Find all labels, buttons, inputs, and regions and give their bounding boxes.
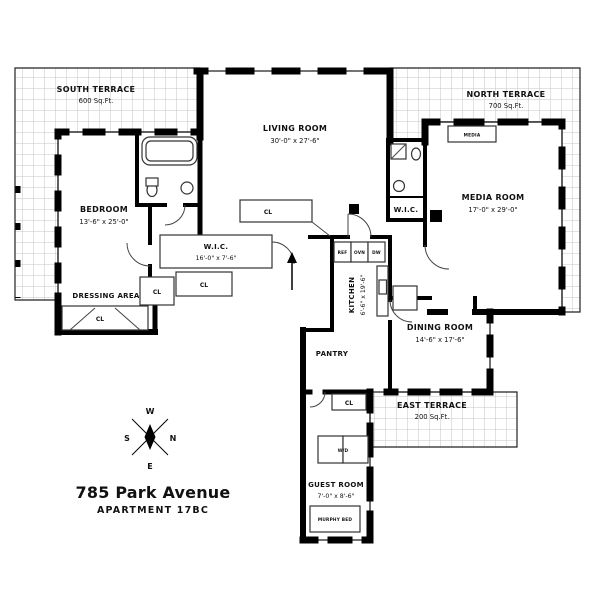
compass-west-label: W [146, 407, 155, 416]
guest-room-label: GUEST ROOM [308, 481, 364, 489]
title-block: 785 Park Avenue APARTMENT 17BC [76, 483, 231, 516]
address-title: 785 Park Avenue [76, 483, 231, 502]
terraces [14, 67, 581, 448]
wic-main-dims: 16'-0" x 7'-6" [196, 255, 237, 262]
column-2 [430, 210, 442, 222]
dining-room-label: DINING ROOM [407, 323, 473, 332]
dressing-side-closet-label: CL [153, 289, 161, 296]
dressing-closet-label: CL [96, 316, 104, 323]
small-labels: CL CL CL CL CL MEDIA REF OVN DW W/D MURP… [96, 133, 481, 524]
dishwasher-label: DW [372, 250, 381, 256]
bath-sink [180, 181, 194, 195]
wic-small-label: W.I.C. [394, 206, 419, 214]
bath-sink-2 [392, 179, 406, 193]
media-cabinet-label: MEDIA [464, 133, 481, 139]
closets [61, 199, 367, 411]
bath1-door-swing [164, 204, 186, 226]
compass-south-label: S [124, 434, 130, 443]
doors [126, 204, 450, 408]
living-closet-door [311, 221, 331, 237]
north-terrace-area [389, 67, 581, 313]
room-labels: SOUTH TERRACE 600 Sq.Ft. NORTH TERRACE 7… [57, 85, 546, 500]
dressing-closet-door-a [69, 307, 96, 331]
toilet-2 [410, 147, 422, 161]
east-terrace-area-label: 200 Sq.Ft. [415, 413, 450, 421]
east-terrace-label: EAST TERRACE [397, 401, 467, 410]
oven-label: OVN [354, 250, 365, 256]
bedroom-door-swing [126, 242, 151, 267]
guest-closet-box [331, 393, 367, 411]
living-closet-label: CL [264, 209, 272, 216]
window-walls [54, 67, 566, 544]
guest-door-swing [309, 391, 326, 408]
living-closet-box [239, 199, 313, 223]
kitchen-dims: 6'-6" x 19'-6" [360, 274, 367, 315]
shower-glass [390, 143, 407, 160]
dishwasher-box [367, 241, 386, 263]
kitchen-sink [378, 279, 388, 295]
north-terrace-label: NORTH TERRACE [467, 90, 546, 99]
column-1 [349, 204, 359, 214]
compass-rose: W S N E [124, 407, 176, 471]
fixtures [141, 125, 497, 533]
murphy-bed-box [309, 505, 361, 533]
washer-dryer-label: W/D [338, 448, 349, 454]
kitchen-label: KITCHEN [348, 277, 356, 314]
south-terrace-area-label: 600 Sq.Ft. [79, 97, 114, 105]
dining-door-swing [389, 299, 413, 323]
dressing-area-label: DRESSING AREA [72, 292, 140, 300]
bedroom-label: BEDROOM [80, 205, 128, 214]
living-room-label: LIVING ROOM [263, 124, 327, 133]
wic-main-box [159, 234, 273, 269]
pantry-label: PANTRY [316, 350, 349, 358]
media-room-label: MEDIA ROOM [462, 193, 525, 202]
apartment-subtitle: APARTMENT 17BC [97, 505, 209, 516]
media-room-dims: 17'-0" x 29'-0" [468, 206, 517, 214]
media-cabinet-box [447, 125, 497, 143]
shaft-box [392, 285, 418, 311]
bathtub-basin [145, 140, 194, 162]
bedroom-dims: 13'-6" x 25'-0" [79, 218, 128, 226]
dressing-closet-door-b [114, 307, 141, 331]
south-terrace-label: SOUTH TERRACE [57, 85, 136, 94]
guest-room-dims: 7'-0" x 8'-6" [318, 493, 355, 500]
guest-closet-label: CL [345, 400, 353, 407]
entry-arrow-head [287, 252, 297, 263]
north-terrace-area-label: 700 Sq.Ft. [489, 102, 524, 110]
refrigerator-label: REF [338, 250, 348, 256]
media-door-swing [424, 244, 450, 270]
living-room-dims: 30'-0" x 27'-6" [270, 137, 319, 145]
dressing-side-closet-box [139, 276, 175, 306]
wic-main-label: W.I.C. [204, 243, 229, 251]
compass-north-label: N [170, 434, 177, 443]
kitchen-door-swing [347, 213, 372, 238]
murphy-bed-label: MURPHY BED [318, 517, 352, 523]
dining-room-dims: 14'-6" x 17'-6" [415, 336, 464, 344]
compass-east-label: E [147, 462, 152, 471]
hall-closet-label: CL [200, 282, 208, 289]
compass-needle [144, 424, 156, 450]
toilet-tank [145, 177, 159, 187]
dressing-closet-strip [61, 305, 149, 331]
hall-closet-box [175, 271, 233, 297]
dryer-box [342, 435, 369, 464]
